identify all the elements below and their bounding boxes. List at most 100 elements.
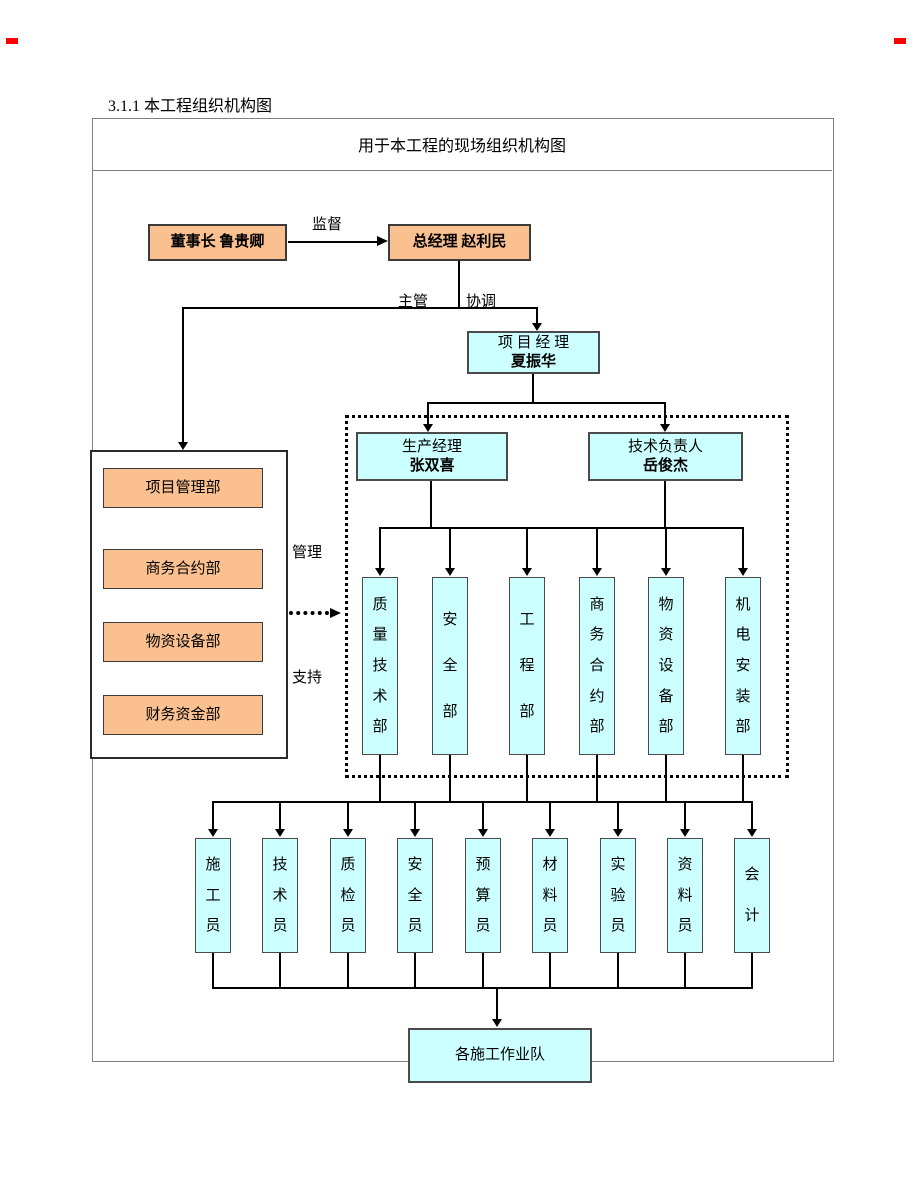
staff-role: 安全员 xyxy=(397,838,433,953)
site-department: 质量技术部 xyxy=(362,577,398,755)
arrowhead-staff-3 xyxy=(343,829,353,837)
page-title: 3.1.1 本工程组织机构图 xyxy=(108,98,273,115)
arrowhead-staff-2 xyxy=(275,829,285,837)
connector-dept-6-down xyxy=(742,755,744,803)
connector-to-left-panel xyxy=(182,307,184,443)
connector-split xyxy=(182,307,538,309)
arrowhead-dept-5 xyxy=(661,568,671,576)
arrowhead-support xyxy=(330,608,341,618)
arrowhead-crew xyxy=(492,1019,502,1027)
connector-pm-split xyxy=(427,402,666,404)
staff-role: 技术员 xyxy=(262,838,298,953)
connector-dept-3-down xyxy=(526,755,528,803)
staff-role: 材料员 xyxy=(532,838,568,953)
edge-label-supervise: 监督 xyxy=(312,217,343,233)
node-general-manager: 总经理 赵利民 xyxy=(388,224,531,261)
project-manager-name: 夏振华 xyxy=(510,353,556,370)
connector-pm-down xyxy=(532,374,534,403)
connector-staff-1-down xyxy=(212,953,214,989)
connector-dept-5 xyxy=(665,527,667,569)
connector-staff-2-down xyxy=(279,953,281,989)
connector-to-crew xyxy=(496,987,498,1020)
connector-staff-4-down xyxy=(414,953,416,989)
left-department: 商务合约部 xyxy=(103,549,263,589)
edge-label-support: 支持 xyxy=(292,670,323,686)
connector-dept-3 xyxy=(526,527,528,569)
production-manager-title: 生产经理 xyxy=(401,438,462,455)
connector-staff-1 xyxy=(212,801,214,830)
connector-staff-3-down xyxy=(347,953,349,989)
connector-staff-7 xyxy=(617,801,619,830)
staff-role: 施工员 xyxy=(195,838,231,953)
arrowhead-dept-2 xyxy=(445,568,455,576)
connector-dept-1-down xyxy=(379,755,381,803)
node-production-manager: 生产经理 张双喜 xyxy=(356,432,508,481)
diagram-header: 用于本工程的现场组织机构图 xyxy=(92,118,832,171)
arrowhead-staff-5 xyxy=(478,829,488,837)
arrowhead-tech xyxy=(660,424,670,432)
connector-gm-down xyxy=(458,261,460,308)
connector-dept-collector xyxy=(379,527,744,529)
site-management-dotted-region xyxy=(345,415,789,778)
connector-to-pm xyxy=(536,307,538,324)
arrowhead-prod xyxy=(423,424,433,432)
site-department: 物资设备部 xyxy=(648,577,684,755)
staff-role: 会计 xyxy=(734,838,770,953)
arrowhead-staff-6 xyxy=(545,829,555,837)
arrowhead-staff-4 xyxy=(410,829,420,837)
left-department: 物资设备部 xyxy=(103,622,263,662)
left-department: 财务资金部 xyxy=(103,695,263,735)
arrowhead-staff-7 xyxy=(613,829,623,837)
staff-role: 预算员 xyxy=(465,838,501,953)
connector-dept-2 xyxy=(449,527,451,569)
connector-dept-4-down xyxy=(596,755,598,803)
site-department: 机电安装部 xyxy=(725,577,761,755)
page-mark-left xyxy=(6,38,18,44)
arrowhead-staff-9 xyxy=(747,829,757,837)
page-mark-right xyxy=(894,38,906,44)
connector-to-tech xyxy=(664,402,666,425)
connector-chairman-gm xyxy=(288,241,378,243)
connector-staff-3 xyxy=(347,801,349,830)
edge-label-coordinate: 协调 xyxy=(466,294,497,310)
connector-to-prod xyxy=(427,402,429,425)
connector-staff-6-down xyxy=(549,953,551,989)
node-project-manager: 项 目 经 理 夏振华 xyxy=(467,331,600,374)
connector-staff-6 xyxy=(549,801,551,830)
arrowhead-dept-6 xyxy=(738,568,748,576)
arrowhead-staff-1 xyxy=(208,829,218,837)
arrowhead-left-panel xyxy=(178,442,188,450)
production-manager-name: 张双喜 xyxy=(409,457,455,474)
connector-support-dotted xyxy=(289,611,329,615)
connector-tech-down xyxy=(664,481,666,529)
connector-staff-4 xyxy=(414,801,416,830)
connector-dept-4 xyxy=(596,527,598,569)
site-department: 工程部 xyxy=(509,577,545,755)
technical-director-title: 技术负责人 xyxy=(627,438,703,455)
staff-role: 质检员 xyxy=(330,838,366,953)
connector-dept-5-down xyxy=(665,755,667,803)
node-chairman: 董事长 鲁贵卿 xyxy=(148,224,287,261)
connector-staff-7-down xyxy=(617,953,619,989)
connector-staff-5-down xyxy=(482,953,484,989)
connector-dept-1 xyxy=(379,527,381,569)
node-technical-director: 技术负责人 岳俊杰 xyxy=(588,432,743,481)
connector-prod-down xyxy=(430,481,432,529)
arrowhead-to-gm xyxy=(377,236,388,246)
project-manager-title: 项 目 经 理 xyxy=(497,334,570,351)
arrowhead-dept-4 xyxy=(592,568,602,576)
connector-staff-2 xyxy=(279,801,281,830)
connector-staff-9 xyxy=(751,801,753,830)
connector-staff-8 xyxy=(684,801,686,830)
site-department: 商务合约部 xyxy=(579,577,615,755)
arrowhead-pm xyxy=(532,323,542,331)
staff-role: 资料员 xyxy=(667,838,703,953)
connector-dept-2-down xyxy=(449,755,451,803)
node-crew: 各施工作业队 xyxy=(408,1028,592,1083)
arrowhead-dept-1 xyxy=(375,568,385,576)
arrowhead-dept-3 xyxy=(522,568,532,576)
edge-label-incharge: 主管 xyxy=(398,294,429,310)
connector-crew-collector xyxy=(212,987,753,989)
site-department: 安全部 xyxy=(432,577,468,755)
staff-role: 实验员 xyxy=(600,838,636,953)
